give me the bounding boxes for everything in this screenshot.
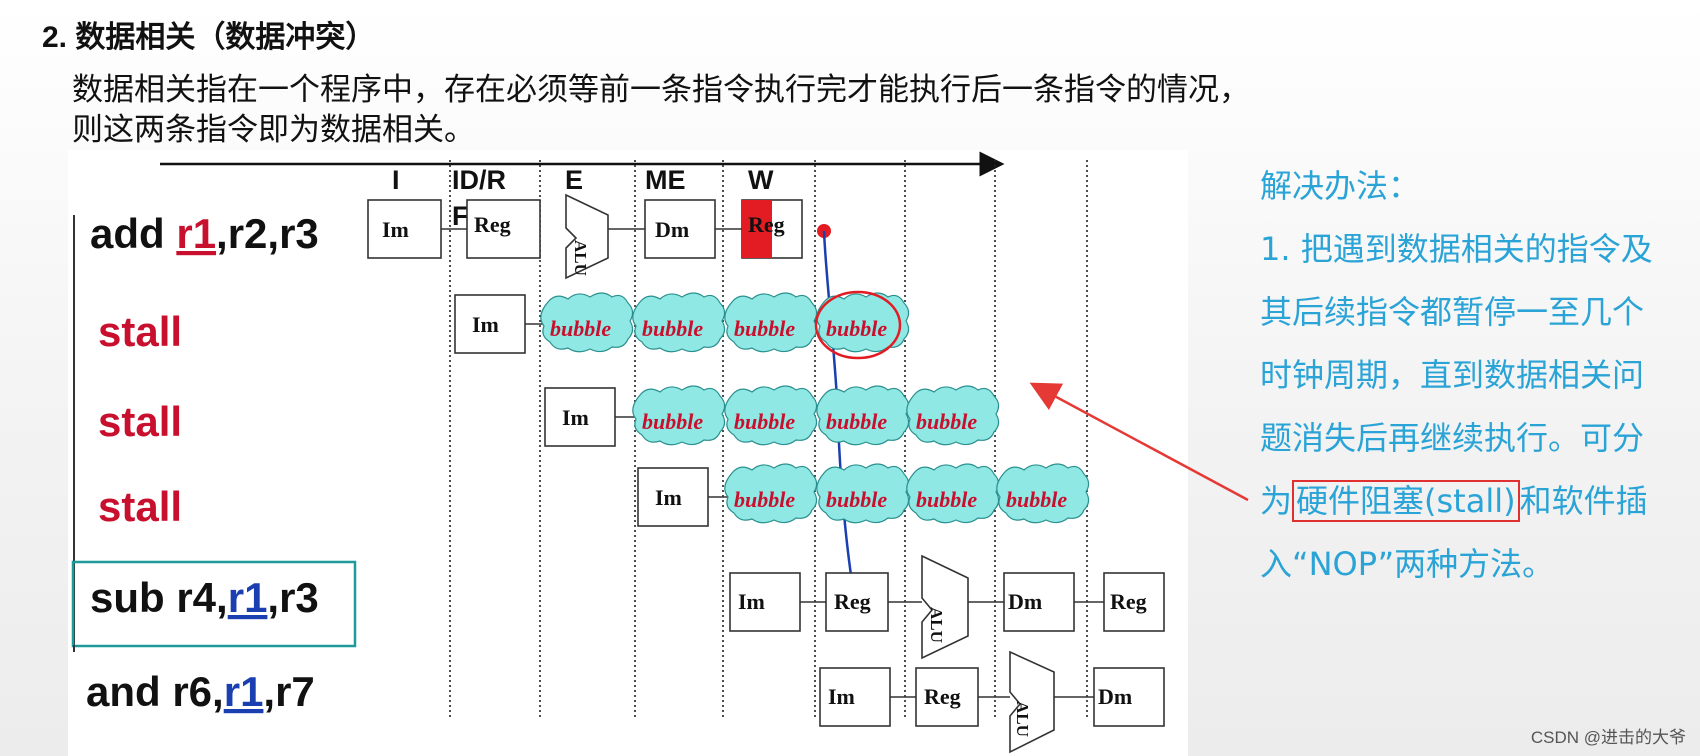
solution-line-2: 其后续指令都暂停一至几个 [1260, 293, 1645, 331]
bubble-shape [816, 385, 910, 446]
bubble-shape [724, 463, 818, 524]
solution-line-6: 入“NOP”两种方法。 [1260, 545, 1555, 583]
bubble-shape [816, 463, 910, 524]
description-line-2: 则这两条指令即为数据相关。 [72, 112, 475, 148]
add-reg-label: Reg [474, 212, 511, 237]
and-alu-label: ALU [1013, 701, 1032, 737]
solution-line-3: 时钟周期，直到数据相关问 [1260, 356, 1645, 394]
bubble-label: bubble [642, 409, 703, 434]
add-alu-unit [565, 193, 609, 280]
sub-reg-write-box [1103, 572, 1165, 632]
bubble-shape [816, 292, 910, 353]
sub-alu-label: ALU [927, 607, 946, 643]
solution-title: 解决办法： [1260, 167, 1421, 205]
add-reg-write-label: Reg [748, 212, 785, 237]
bubble-label: bubble [826, 409, 887, 434]
bubble-shape [632, 385, 726, 446]
bubble-label: bubble [826, 316, 887, 341]
instruction-and: and r6,r1,r7 [86, 668, 315, 715]
bubble-label: bubble [1006, 487, 1067, 512]
bubble-label: bubble [642, 316, 703, 341]
bubble-label: bubble [734, 316, 795, 341]
stall2-im-box [544, 387, 616, 447]
instruction-stall-2: stall [98, 398, 182, 445]
diagram-background [68, 150, 1188, 756]
and-im-label: Im [828, 684, 855, 709]
bubble-label: bubble [916, 487, 977, 512]
bubble-shape [996, 463, 1090, 524]
sub-im-label: Im [738, 589, 765, 614]
instruction-stall-3: stall [98, 483, 182, 530]
sub-dm-label: Dm [1008, 589, 1042, 614]
bubble-shape [724, 385, 818, 446]
bubble-shape [724, 292, 818, 353]
and-reg-box [915, 667, 979, 727]
and-alu-unit [1009, 650, 1055, 754]
stall1-im-label: Im [472, 312, 499, 337]
bubble-shape [906, 463, 1000, 524]
page-title: 2. 数据相关（数据冲突） [42, 21, 376, 54]
instruction-add: add r1,r2,r3 [90, 210, 319, 257]
sub-highlight-box [71, 560, 357, 648]
solution-panel: 解决办法： 1. 把遇到数据相关的指令及 其后续指令都暂停一至几个 时钟周期，直… [1260, 155, 1690, 596]
annotation-arrow [1029, 382, 1249, 502]
bubble-shape [632, 292, 726, 353]
bubble-label: bubble [734, 409, 795, 434]
instruction-sub: sub r4,r1,r3 [90, 574, 319, 621]
stall1-im-box [454, 294, 526, 354]
stall2-im-label: Im [562, 405, 589, 430]
sub-alu-unit [921, 554, 969, 660]
stage-label-idrf-1: ID/R [452, 165, 506, 195]
stall-highlight-box: 硬件阻塞(stall) [1292, 480, 1520, 522]
instruction-stall-1: stall [98, 308, 182, 355]
stage-label-mem-1: ME [645, 165, 686, 195]
add-im-label: Im [382, 217, 409, 242]
annotation-circle [814, 290, 902, 360]
solution-line-4: 题消失后再继续执行。可分 [1260, 419, 1645, 457]
column-separators [449, 160, 1088, 720]
bubble-label: bubble [826, 487, 887, 512]
sub-reg-box [825, 572, 889, 632]
bubble-label: bubble [916, 409, 977, 434]
and-dm-label: Dm [1098, 684, 1132, 709]
bubble-label: bubble [550, 316, 611, 341]
stall3-im-box [637, 467, 709, 527]
add-alu-label: ALU [571, 240, 590, 276]
sub-dm-box [1003, 572, 1075, 632]
and-reg-label: Reg [924, 684, 961, 709]
sub-reg-write-label: Reg [1110, 589, 1147, 614]
add-im-box [367, 199, 442, 259]
description-line-1: 数据相关指在一个程序中，存在必须等前一条指令执行完才能执行后一条指令的情况， [72, 72, 1250, 108]
bubble-shape [906, 385, 1000, 446]
and-im-box [819, 667, 891, 727]
add-dm-label: Dm [655, 217, 689, 242]
solution-line-5: 为硬件阻塞(stall)和软件插 [1260, 480, 1648, 522]
sub-reg-label: Reg [834, 589, 871, 614]
add-reg-write-highlight [742, 200, 772, 258]
stage-label-ex-1: E [565, 165, 583, 195]
stall3-im-label: Im [655, 485, 682, 510]
add-reg-box [466, 199, 541, 259]
stage-label-if-1: I [392, 165, 400, 195]
watermark: CSDN @进击的大爷 [1530, 728, 1686, 747]
stage-label-wb-1: W [748, 165, 774, 195]
bubble-label: bubble [734, 487, 795, 512]
add-dm-box [644, 199, 716, 259]
bubble-shape [540, 292, 634, 353]
solution-line-1: 1. 把遇到数据相关的指令及 [1260, 230, 1653, 268]
and-dm-box [1093, 667, 1165, 727]
sub-im-box [729, 572, 801, 632]
stage-label-idrf-2: F [452, 201, 469, 231]
